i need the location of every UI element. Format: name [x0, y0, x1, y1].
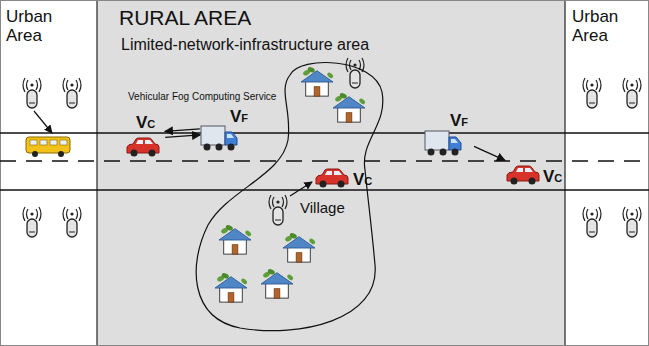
- house: [301, 66, 334, 96]
- fog-vehicle: VF: [424, 110, 474, 160]
- car-icon: [505, 164, 541, 190]
- towers: [23, 58, 641, 237]
- region-border: [564, 0, 565, 346]
- car-icon: [314, 167, 350, 193]
- region-title: RURAL AREA: [119, 6, 251, 29]
- urban-area-region: Urban Area: [565, 0, 649, 346]
- offload-arrow: [474, 146, 505, 160]
- cell-tower: [623, 207, 641, 237]
- cell-tower: [63, 78, 81, 108]
- house: [219, 224, 252, 254]
- cell-tower: [346, 58, 364, 88]
- offload-arrow: [165, 135, 200, 138]
- road: [0, 133, 649, 190]
- cell-tower: [583, 207, 601, 237]
- region-title: Urban Area: [572, 8, 642, 45]
- vehicle-label: VC: [543, 168, 562, 185]
- cell-tower: [63, 207, 81, 237]
- service-label: Vehicular Fog Computing Service: [128, 91, 276, 102]
- house: [261, 268, 294, 298]
- client-vehicle: VC: [505, 160, 565, 188]
- cell-tower: [23, 207, 41, 237]
- vehicle-label: VF: [230, 108, 248, 125]
- truck-icon: [424, 128, 462, 162]
- cell-tower: [623, 78, 641, 108]
- cell-tower: [269, 195, 287, 225]
- region-title: Village: [300, 200, 345, 217]
- vehicle-label: VF: [450, 112, 468, 129]
- bus: [26, 137, 70, 157]
- truck-icon: [200, 123, 238, 157]
- rural-ground: [97, 0, 565, 346]
- vehicle-label: VC: [353, 171, 372, 188]
- region-subtitle: Limited-network-infrastructure area: [121, 36, 369, 54]
- house: [333, 92, 366, 122]
- cell-tower: [583, 78, 601, 108]
- client-vehicle: VC: [314, 163, 376, 191]
- region-title: Urban Area: [6, 8, 76, 45]
- urban-area-region: Urban Area: [0, 0, 97, 346]
- fog-vehicle: VF: [200, 106, 254, 154]
- client-vehicle: VC: [121, 112, 165, 160]
- signal-arrow: [290, 182, 312, 196]
- rural-area-region: RURAL AREA Limited-network-infrastructure…: [97, 0, 565, 346]
- car-icon: [125, 136, 161, 162]
- region-border: [96, 0, 97, 346]
- vehicle-label: VC: [136, 114, 155, 131]
- house: [283, 232, 316, 262]
- cell-tower: [23, 78, 41, 108]
- signal-arrow: [34, 111, 52, 133]
- offload-arrow: [165, 129, 200, 132]
- house: [215, 272, 248, 302]
